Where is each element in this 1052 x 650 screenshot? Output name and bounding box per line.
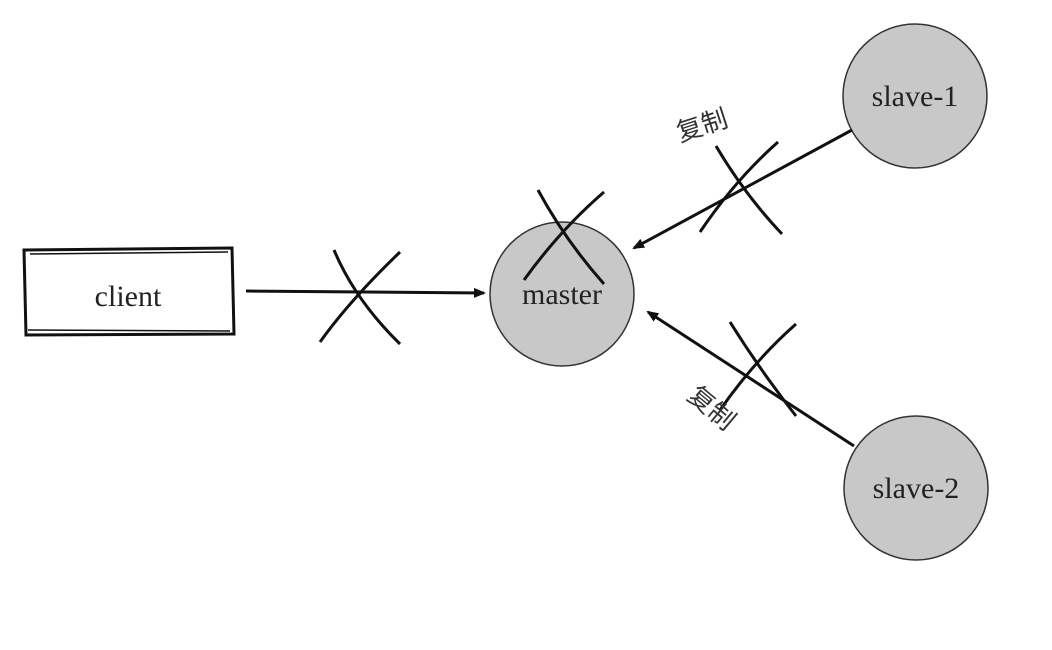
replication-label-2: 复制 [682,380,741,436]
slave-2-node: slave-2 [843,415,989,561]
client-label: client [95,280,162,313]
cross-mark-icon [522,189,606,285]
slave-2-to-master-arrow [646,310,855,448]
client-to-master-arrow [245,287,486,298]
cross-mark-icon [698,140,784,236]
master-node: master [489,221,635,367]
slave-2-label: slave-2 [873,472,960,505]
slave-1-label: slave-1 [872,80,959,113]
cross-mark-icon [718,321,798,417]
master-label: master [522,278,602,311]
cross-mark-icon [318,249,402,346]
replication-label-1: 复制 [673,104,732,149]
slave-1-node: slave-1 [842,23,988,169]
client-node: client [22,246,236,337]
